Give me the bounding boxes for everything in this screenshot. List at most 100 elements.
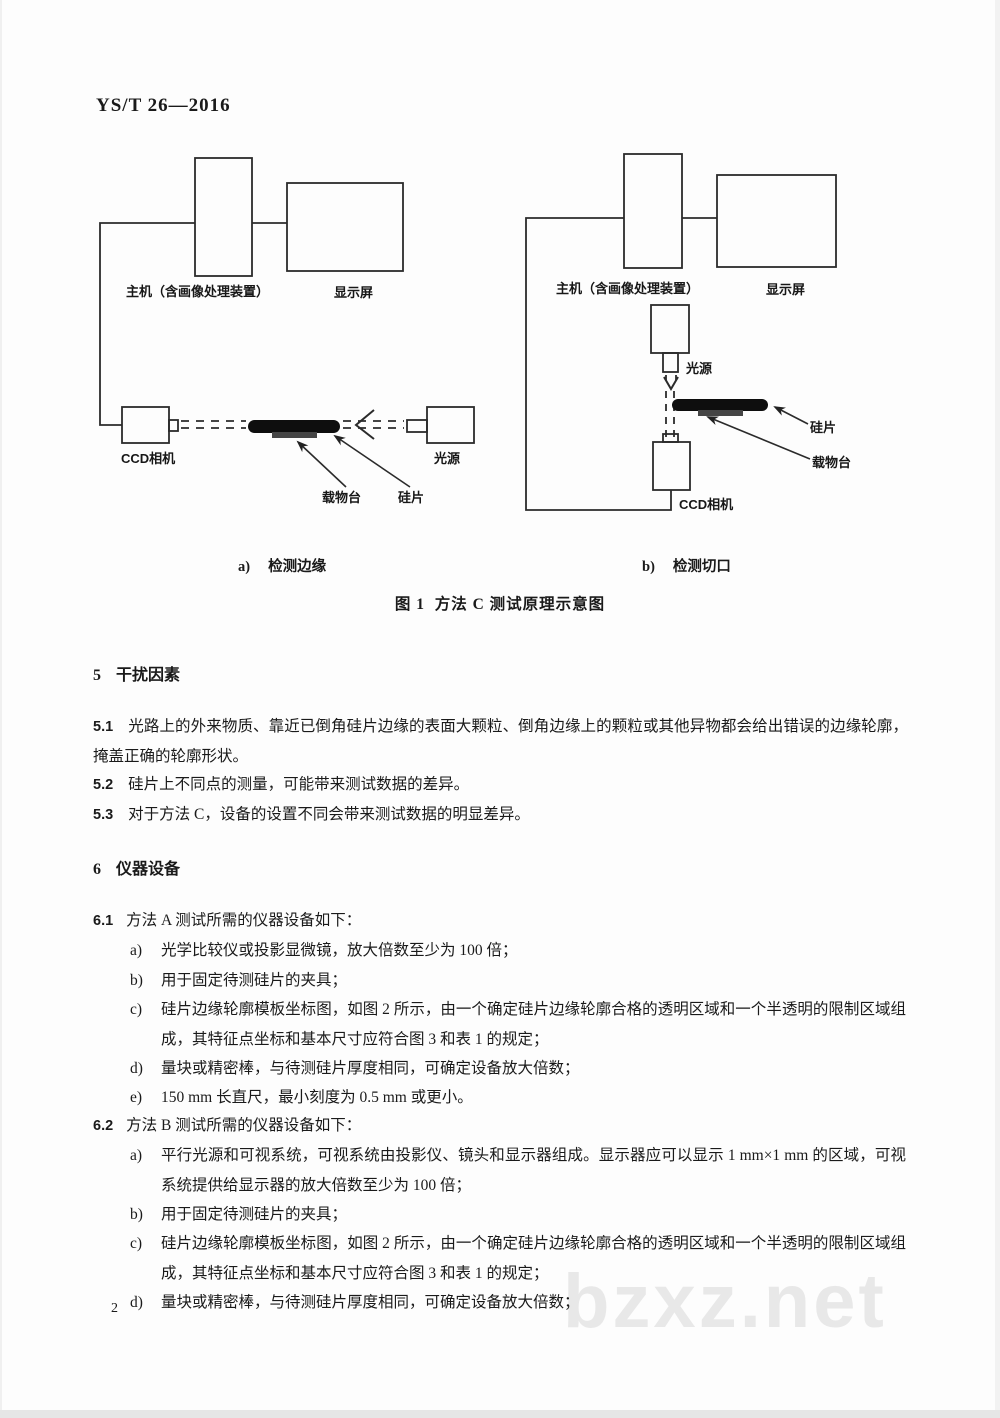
item-text: 平行光源和可视系统，可视系统由投影仪、镜头和显示器组成。显示器应可以显示 1 m… (161, 1147, 906, 1194)
list-6-1-item-b: b) 用于固定待测硅片的夹具； (130, 966, 906, 996)
clause-5-3-number: 5.3 (93, 807, 114, 823)
clause-5-2-text: 硅片上不同点的测量，可能带来测试数据的差异。 (128, 776, 470, 793)
page-number: 2 (111, 1301, 118, 1316)
b-light-label: 光源 (686, 361, 713, 376)
b-host-label: 主机（含画像处理装置） (556, 281, 700, 296)
clause-5-3-text: 对于方法 C，设备的设置不同会带来测试数据的明显差异。 (128, 806, 530, 823)
clause-5-1-text: 光路上的外来物质、靠近已倒角硅片边缘的表面大颗粒、倒角边缘上的颗粒或其他异物都会… (93, 718, 908, 765)
b-wafer-label: 硅片 (810, 420, 837, 435)
figure1-caption-title: 方法 C 测试原理示意图 (434, 596, 606, 613)
section6-title: 仪器设备 (116, 861, 181, 878)
b-light-chevron (663, 376, 679, 391)
clause-5-3: 5.3 对于方法 C，设备的设置不同会带来测试数据的明显差异。 (93, 800, 908, 830)
a-ccd-box (121, 406, 170, 444)
item-text: 硅片边缘轮廓模板坐标图，如图 2 所示，由一个确定硅片边缘轮廓合格的透明区域和一… (161, 1235, 906, 1282)
list-6-1-item-d: d) 量块或精密棒，与待测硅片厚度相同，可确定设备放大倍数； (130, 1054, 906, 1084)
figure1-caption: 图 1 方法 C 测试原理示意图 (0, 592, 1000, 614)
section5-heading: 5 干扰因素 (93, 661, 180, 685)
subfigure-b-letter: b) (642, 559, 655, 575)
clause-6-1-text: 方法 A 测试所需的仪器设备如下： (126, 912, 362, 929)
watermark: bzxz.net (563, 1259, 887, 1344)
b-light-box (650, 304, 690, 354)
b-stage-label: 载物台 (812, 455, 852, 470)
b-wafer-pointer (773, 406, 809, 425)
item-text: 用于固定待测硅片的夹具； (161, 972, 348, 989)
list-6-2-item-b: b) 用于固定待测硅片的夹具； (130, 1200, 906, 1230)
b-ccd-box (652, 441, 691, 491)
a-display-box (286, 182, 404, 272)
a-display-label: 显示屏 (334, 285, 374, 300)
b-ccd-lens (662, 433, 679, 443)
subfigure-a-title: 检测边缘 (268, 559, 327, 575)
item-text: 硅片边缘轮廓模板坐标图，如图 2 所示，由一个确定硅片边缘轮廓合格的透明区域和一… (161, 1001, 906, 1048)
figure1-caption-no: 图 1 (394, 596, 425, 613)
item-marker: c) (130, 1235, 143, 1252)
clause-6-1-heading: 6.1 方法 A 测试所需的仪器设备如下： (93, 908, 361, 930)
item-marker: a) (130, 942, 143, 959)
clause-5-1-number: 5.1 (93, 719, 114, 735)
b-wafer (672, 399, 768, 411)
section5-number: 5 (93, 667, 101, 684)
item-marker: d) (130, 1294, 143, 1311)
a-light-snout (406, 419, 428, 433)
b-light-neck (662, 352, 679, 373)
item-text: 量块或精密棒，与待测硅片厚度相同，可确定设备放大倍数； (161, 1294, 580, 1311)
a-light-chevron (354, 409, 375, 440)
section5-title: 干扰因素 (116, 667, 181, 684)
clause-6-1-number: 6.1 (93, 913, 114, 929)
item-marker: a) (130, 1147, 143, 1164)
figure1-schematic (99, 153, 837, 511)
a-stage-pointer (296, 440, 347, 488)
clause-6-2-text: 方法 B 测试所需的仪器设备如下： (126, 1117, 362, 1134)
scan-edge-bottom (0, 1410, 1000, 1418)
a-wafer-label: 硅片 (398, 490, 425, 505)
a-host-label: 主机（含画像处理装置） (126, 284, 270, 299)
a-ccd-label: CCD相机 (121, 451, 176, 466)
subfigure-b-title: 检测切口 (672, 559, 731, 575)
subfigure-a-letter: a) (238, 559, 251, 575)
list-6-1-item-e: e) 150 mm 长直尺，最小刻度为 0.5 mm 或更小。 (130, 1083, 906, 1113)
clause-5-2: 5.2 硅片上不同点的测量，可能带来测试数据的差异。 (93, 770, 908, 800)
item-text: 用于固定待测硅片的夹具； (161, 1206, 348, 1223)
a-host-box (194, 157, 253, 277)
clause-5-2-number: 5.2 (93, 777, 114, 793)
list-6-1-item-a: a) 光学比较仪或投影显微镜，放大倍数至少为 100 倍； (130, 936, 906, 966)
document-code: YS/T 26—2016 (96, 95, 231, 116)
b-host-ccd-wire (525, 217, 672, 511)
item-text: 量块或精密棒，与待测硅片厚度相同，可确定设备放大倍数； (161, 1060, 580, 1077)
item-marker: b) (130, 972, 143, 989)
item-text: 150 mm 长直尺，最小刻度为 0.5 mm 或更小。 (161, 1089, 473, 1106)
subfigure-a-caption: a) 检测边缘 (238, 555, 326, 576)
a-wafer-pointer (333, 434, 411, 488)
item-marker: d) (130, 1060, 143, 1077)
b-stage (698, 410, 743, 416)
scan-edge-right (995, 0, 1000, 1418)
item-marker: b) (130, 1206, 143, 1223)
section6-number: 6 (93, 861, 101, 878)
b-host-box (623, 153, 683, 269)
subfigure-b-caption: b) 检测切口 (642, 555, 731, 576)
a-ccd-lens (168, 419, 179, 432)
section6-heading: 6 仪器设备 (93, 855, 180, 879)
list-6-2-item-c: c) 硅片边缘轮廓模板坐标图，如图 2 所示，由一个确定硅片边缘轮廓合格的透明区… (130, 1229, 906, 1288)
clause-6-2-number: 6.2 (93, 1118, 114, 1134)
b-ccd-label: CCD相机 (679, 497, 734, 512)
item-marker: c) (130, 1001, 143, 1018)
list-6-2-item-d: d) 量块或精密棒，与待测硅片厚度相同，可确定设备放大倍数； (130, 1288, 906, 1318)
list-6-2-item-a: a) 平行光源和可视系统，可视系统由投影仪、镜头和显示器组成。显示器应可以显示 … (130, 1141, 906, 1200)
a-light-box (426, 406, 475, 444)
b-display-box (716, 174, 837, 268)
b-display-label: 显示屏 (766, 282, 806, 297)
a-host-ccd-wire (99, 222, 195, 426)
item-marker: e) (130, 1089, 143, 1106)
item-text: 光学比较仪或投影显微镜，放大倍数至少为 100 倍； (161, 942, 518, 959)
b-stage-pointer (706, 416, 811, 460)
a-stage-label: 载物台 (322, 490, 362, 505)
a-wafer (248, 420, 340, 433)
a-stage (272, 432, 317, 438)
scan-edge-left (0, 0, 2, 1418)
a-light-label: 光源 (434, 451, 461, 466)
list-6-1-item-c: c) 硅片边缘轮廓模板坐标图，如图 2 所示，由一个确定硅片边缘轮廓合格的透明区… (130, 995, 906, 1054)
